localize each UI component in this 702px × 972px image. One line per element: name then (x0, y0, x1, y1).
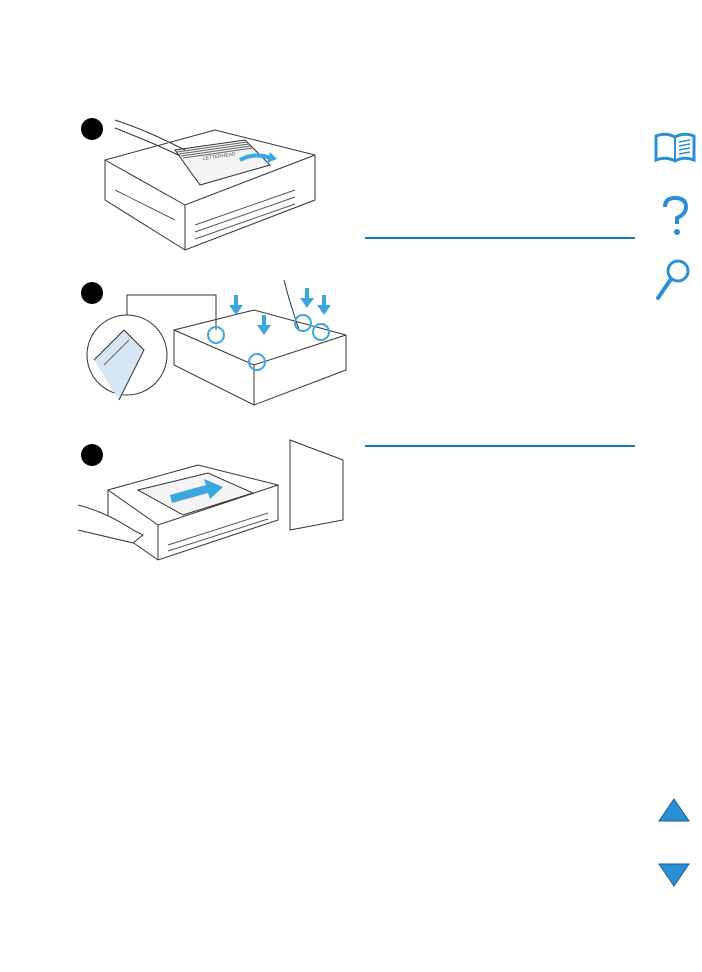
previous-page-button[interactable] (657, 797, 691, 823)
section-divider-1 (365, 237, 635, 239)
step-1-marker (81, 118, 103, 140)
section-divider-2 (365, 445, 635, 447)
tray-corners-illustration (86, 279, 347, 406)
tray-loading-illustration: LETTERHEAD (104, 119, 316, 251)
search-icon[interactable] (654, 258, 692, 302)
book-icon[interactable] (654, 130, 696, 164)
paper-label: LETTERHEAD (202, 151, 236, 162)
step-2-marker (81, 282, 103, 304)
step-3-marker (81, 444, 103, 466)
next-page-button[interactable] (657, 862, 691, 888)
tray-insert-illustration (78, 439, 344, 561)
help-icon[interactable] (659, 195, 691, 237)
